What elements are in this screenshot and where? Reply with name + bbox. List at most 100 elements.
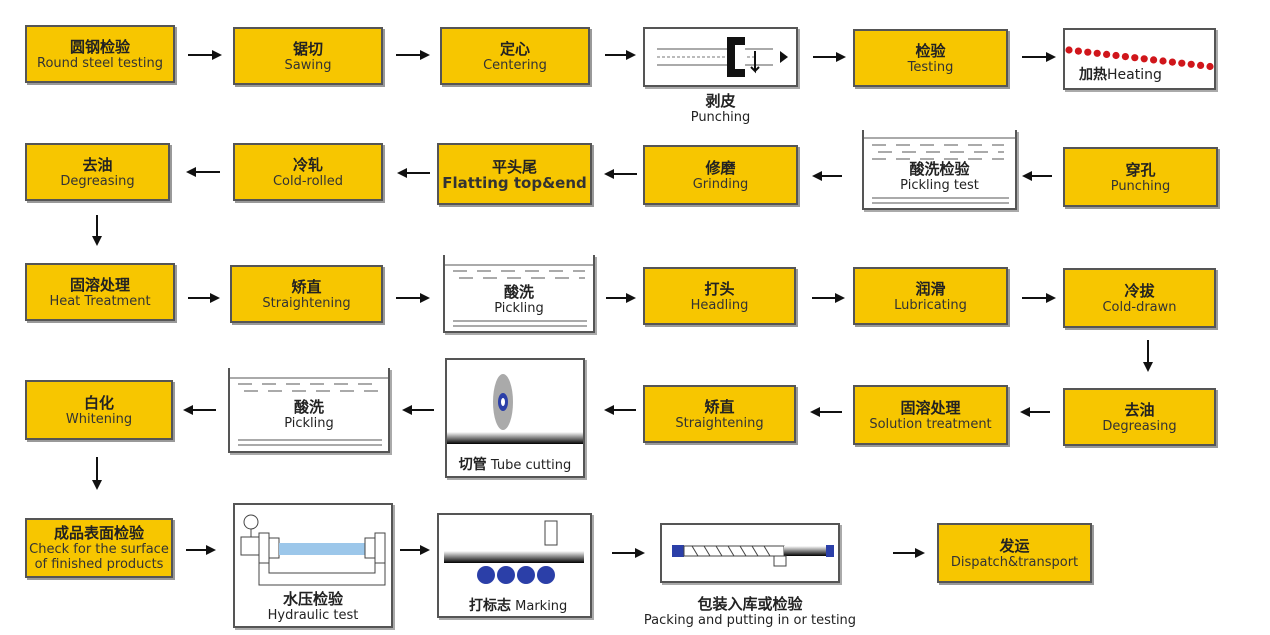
step-en: Degreasing (60, 173, 135, 189)
marking-rollers-icon (444, 520, 584, 584)
heating-label: 加热Heating (1079, 64, 1162, 84)
pickling-2-cn: 酸洗 (293, 398, 324, 416)
heating-cn: 加热 (1079, 67, 1107, 83)
step-en: Heat Treatment (49, 293, 151, 309)
peeling-machine-icon (657, 37, 788, 77)
flow-arrow-icon (812, 171, 842, 181)
cutting-disc-icon (447, 374, 583, 444)
step-cn: 穿孔 (1125, 160, 1156, 179)
step-en: Lubricating (894, 297, 967, 313)
step-cn: 矫直 (291, 277, 322, 296)
flow-arrow-icon (893, 548, 925, 558)
step-en: Degreasing (1102, 418, 1177, 434)
flow-arrow-icon (188, 50, 222, 60)
flow-arrow-icon (810, 407, 842, 417)
step-en: Punching (1110, 178, 1171, 194)
step-en: Straightening (262, 295, 351, 311)
marking-step: 打标志 Marking (437, 513, 592, 618)
pickling-2-en: Pickling (284, 416, 334, 431)
flow-arrow-icon (813, 52, 846, 62)
pickling-1-cn: 酸洗 (503, 283, 534, 301)
pickling-1-en: Pickling (494, 301, 544, 316)
step-cn: 矫直 (704, 397, 735, 416)
step-cn: 发运 (999, 536, 1030, 555)
step-cn: 锯切 (292, 39, 323, 58)
marking-label: 打标志 Marking (469, 595, 567, 615)
flow-arrow-icon (92, 215, 102, 246)
hydraulic-cn: 水压检验 (282, 590, 343, 608)
flow-arrow-icon (92, 457, 102, 490)
peeling-illustration (643, 27, 798, 87)
packing-cn: 包装入库或检验 (697, 595, 803, 613)
tube-cutting-step: 切管 Tube cutting (445, 358, 585, 478)
flow-arrow-icon (396, 50, 430, 60)
flow-arrow-icon (1022, 52, 1056, 62)
step-cn: 冷轧 (292, 155, 323, 174)
step-en: Dispatch&transport (950, 554, 1079, 570)
step-en: Solution treatment (869, 416, 992, 432)
pickling-tank-icon (230, 377, 388, 446)
flow-arrow-icon (1022, 293, 1056, 303)
step-en: Flatting top&end (442, 173, 587, 192)
flow-arrow-icon (186, 167, 220, 177)
flow-arrow-icon (812, 293, 845, 303)
heating-step: 加热Heating (1063, 28, 1216, 90)
step-en: Headling (690, 297, 749, 313)
packing-en: Packing and putting in or testing (643, 613, 857, 628)
hydraulic-press-icon (240, 514, 386, 586)
heating-dots-icon (1065, 46, 1214, 71)
flow-arrow-icon (1022, 171, 1052, 181)
step-en: Sawing (284, 57, 332, 73)
flow-arrow-icon (612, 548, 645, 558)
step-en: Grinding (692, 176, 749, 192)
peeling-cn: 剥皮 (705, 92, 736, 110)
pickling-test-cn: 酸洗检验 (909, 160, 970, 178)
peeling-en: Punching (690, 110, 751, 125)
flow-arrow-icon (397, 168, 430, 178)
flow-arrow-icon (400, 545, 430, 555)
step-cn: 修磨 (705, 158, 736, 177)
flow-arrow-icon (188, 293, 220, 303)
pickling-test-en: Pickling test (900, 178, 979, 193)
heating-en: Heating (1107, 67, 1162, 83)
step-cn: 白化 (83, 393, 114, 412)
packing-illustration (660, 523, 840, 583)
pickling-tank-icon (864, 137, 1015, 204)
step-en: Straightening (675, 415, 764, 431)
step-cn: 去油 (82, 155, 113, 174)
step-cn: 成品表面检验 (53, 524, 144, 542)
flow-arrow-icon (605, 50, 636, 60)
step-en: Cold-rolled (272, 173, 344, 189)
step-cn: 固溶处理 (900, 398, 961, 417)
step-en: Testing (907, 59, 954, 75)
flow-arrow-icon (186, 545, 216, 555)
tube-cutting-label: 切管 Tube cutting (447, 454, 583, 474)
step-en: Centering (483, 57, 547, 73)
step-cn: 去油 (1124, 400, 1155, 419)
hydraulic-en: Hydraulic test (267, 608, 359, 623)
step-cn: 打头 (704, 279, 735, 298)
